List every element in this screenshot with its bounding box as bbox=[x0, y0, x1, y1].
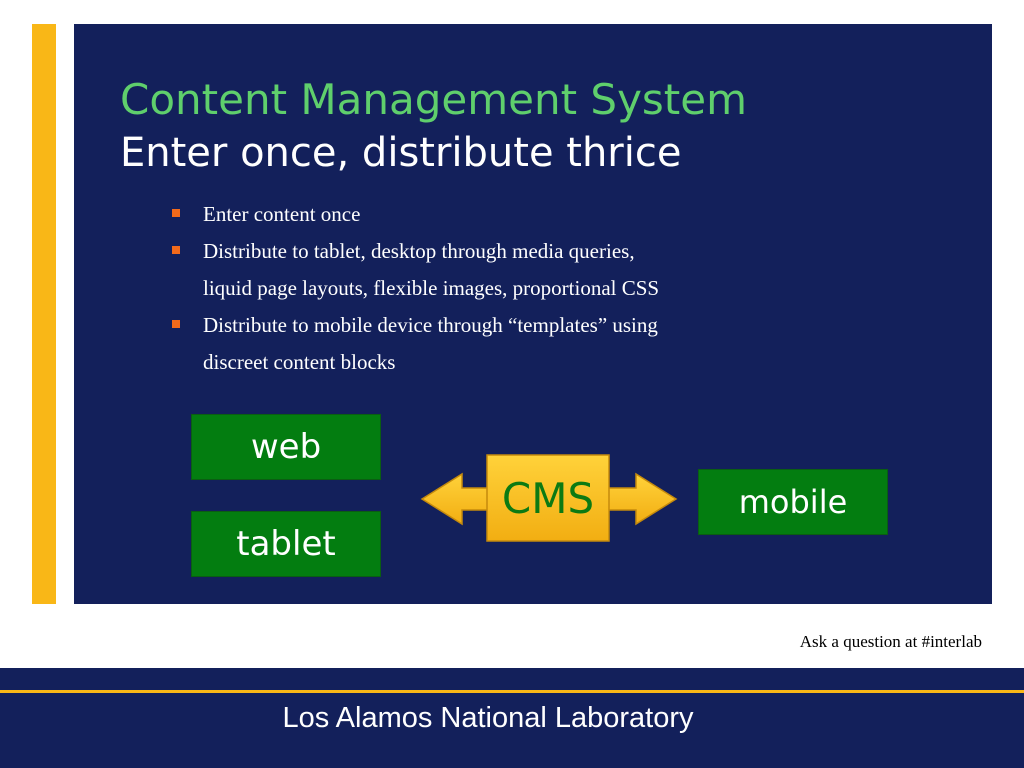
cms-box bbox=[486, 454, 610, 542]
footer-gold-line bbox=[0, 690, 1024, 693]
square-bullet-icon bbox=[172, 209, 180, 217]
bullet-item: Distribute to tablet, desktop through me… bbox=[172, 233, 812, 307]
mobile-box: mobile bbox=[698, 469, 888, 535]
left-arrowhead-icon bbox=[420, 472, 489, 526]
bullet-item: Distribute to mobile device through “tem… bbox=[172, 307, 812, 381]
hashtag-note: Ask a question at #interlab bbox=[799, 632, 982, 651]
mobile-label: mobile bbox=[738, 483, 848, 521]
square-bullet-icon bbox=[172, 246, 180, 254]
square-bullet-icon bbox=[172, 320, 180, 328]
tablet-box: tablet bbox=[191, 511, 381, 577]
right-arrowhead-icon bbox=[607, 472, 678, 526]
cms-label: CMS bbox=[501, 473, 595, 523]
double-arrow-icon bbox=[420, 454, 678, 542]
bullet-text: Distribute to tablet, desktop through me… bbox=[203, 239, 635, 263]
tablet-label: tablet bbox=[236, 524, 336, 564]
bullet-text-continued: liquid page layouts, flexible images, pr… bbox=[203, 276, 660, 300]
left-accent-bar bbox=[32, 24, 56, 604]
bullet-item: Enter content once bbox=[172, 196, 812, 233]
web-label: web bbox=[250, 427, 322, 467]
bullet-text-continued: discreet content blocks bbox=[203, 350, 396, 374]
web-box: web bbox=[191, 414, 381, 480]
organization-name: Los Alamos National Laboratory bbox=[282, 702, 694, 734]
footer-bar: Los Alamos National Laboratory bbox=[0, 668, 1024, 768]
bullet-text: Enter content once bbox=[203, 202, 361, 226]
slide-title: Content Management System bbox=[120, 75, 748, 124]
bullet-text: Distribute to mobile device through “tem… bbox=[203, 313, 658, 337]
slide-subtitle: Enter once, distribute thrice bbox=[120, 130, 682, 176]
bullet-list: Enter content once Distribute to tablet,… bbox=[172, 196, 812, 381]
